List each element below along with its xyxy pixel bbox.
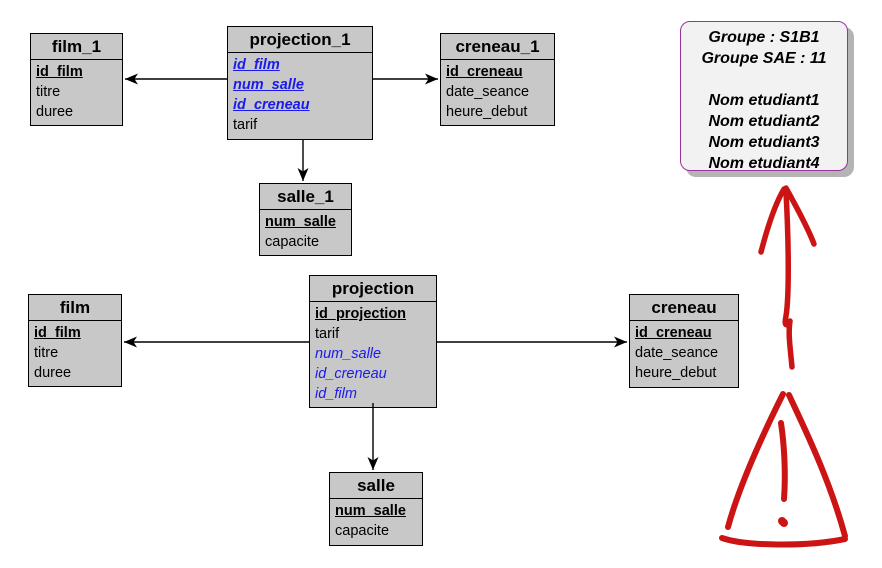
table-columns: id_creneau date_seance heure_debut [441,60,554,125]
table-column: id_creneau [315,366,387,382]
table-column: id_creneau [233,97,310,113]
table-column: heure_debut [446,104,528,120]
table-column: titre [36,84,61,100]
note-line [681,69,847,90]
table-column: tarif [233,117,258,133]
note-line: Nom etudiant1 [708,92,820,109]
table-title: salle_1 [260,184,351,210]
red-exclamation-stroke [778,420,788,502]
table-column: capacite [335,523,390,539]
note-line: Groupe : S1B1 [708,29,820,46]
red-triangle-bottom-side [719,535,848,548]
red-arrow-head-right [783,185,817,247]
note-line: Groupe SAE : 11 [701,50,827,67]
note-line: Nom etudiant3 [708,134,820,151]
table-column: id_projection [315,306,407,322]
table-column: heure_debut [635,365,717,381]
note-line: Nom etudiant2 [708,113,820,130]
table-column: id_film [233,57,280,73]
table-column: id_film [315,386,357,402]
red-arrow-head-left [758,186,787,255]
red-arrow-shaft [782,189,795,370]
table-column: date_seance [635,345,719,361]
table-column: id_film [36,64,83,80]
red-triangle-right-side [786,392,848,539]
table-title: projection_1 [228,27,372,53]
entity-table-creneau_1: creneau_1 id_creneau date_seance heure_debu… [440,33,555,126]
table-title: film [29,295,121,321]
table-title: projection [310,276,436,302]
table-title: creneau_1 [441,34,554,60]
table-column: duree [34,365,72,381]
table-column: id_film [34,325,81,341]
table-column: num_salle [315,346,382,362]
table-column: duree [36,104,74,120]
table-column: titre [34,345,59,361]
entity-table-salle_1: salle_1 num_salle capacite [259,183,352,256]
table-column: id_creneau [446,64,523,80]
table-columns: id_creneau date_seance heure_debut [630,321,738,386]
table-column: id_creneau [635,325,712,341]
table-column: num_salle [233,77,304,93]
table-column: num_salle [335,503,406,519]
entity-table-salle: salle num_salle capacite [329,472,423,546]
table-column: capacite [265,234,320,250]
note-line: Nom etudiant4 [708,155,820,172]
table-column: date_seance [446,84,530,100]
table-column: tarif [315,326,340,342]
table-columns: num_salle capacite [260,210,351,255]
table-title: salle [330,473,422,499]
table-column: num_salle [265,214,336,230]
entity-table-creneau: creneau id_creneau date_seance heure_debut [629,294,739,388]
table-title: film_1 [31,34,122,60]
red-exclamation-dot [778,517,788,527]
red-triangle-left-side [725,391,786,530]
table-columns: num_salle capacite [330,499,422,544]
table-title: creneau [630,295,738,321]
